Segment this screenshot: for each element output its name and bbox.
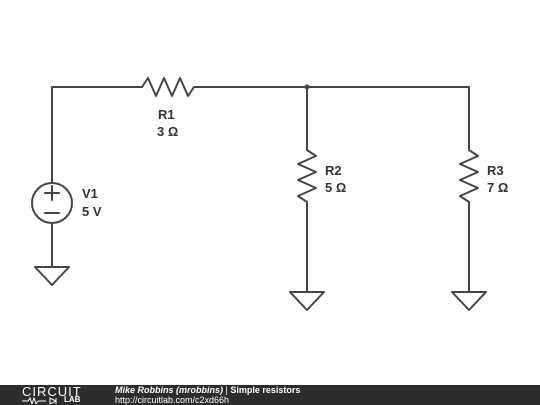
- wire-top-left: [51, 86, 143, 184]
- author-name[interactable]: Mike Robbins (mrobbins): [115, 385, 223, 395]
- resistor-r1-name: R1: [158, 107, 175, 122]
- separator: |: [223, 385, 231, 395]
- footer-bar: CIRCUIT LAB Mike Robbins (mrobbins) | Si…: [0, 385, 540, 405]
- circuit-title: Simple resistors: [230, 385, 301, 395]
- plus-icon: [44, 185, 60, 201]
- resistor-r2-value: 5 Ω: [325, 180, 346, 195]
- ground-icon: [289, 291, 325, 311]
- credit-line: Mike Robbins (mrobbins) | Simple resisto…: [115, 385, 300, 395]
- logo-wave-icon: [22, 397, 58, 404]
- resistor-r2-name: R2: [325, 163, 342, 178]
- resistor-r3-value: 7 Ω: [487, 180, 508, 195]
- ground-icon: [451, 291, 487, 311]
- circuitlab-logo[interactable]: CIRCUIT LAB: [20, 385, 100, 405]
- logo-wordmark: CIRCUIT: [22, 384, 82, 399]
- schematic-canvas: R1 3 Ω V1 5 V R2 5 Ω R3 7 Ω: [31, 77, 508, 311]
- resistor-r3-symbol[interactable]: [459, 149, 479, 203]
- circuit-url-link[interactable]: http://circuitlab.com/c2xd66h: [115, 395, 230, 405]
- voltage-source-v1-value: 5 V: [82, 204, 102, 219]
- resistor-r1-symbol[interactable]: [141, 77, 195, 97]
- voltage-source-v1-name: V1: [82, 186, 98, 201]
- ground-icon: [34, 266, 70, 286]
- logo-lab-text: LAB: [64, 395, 81, 404]
- resistor-r1-value: 3 Ω: [157, 124, 178, 139]
- resistor-r3-name: R3: [487, 163, 504, 178]
- resistor-r2-symbol[interactable]: [297, 149, 317, 203]
